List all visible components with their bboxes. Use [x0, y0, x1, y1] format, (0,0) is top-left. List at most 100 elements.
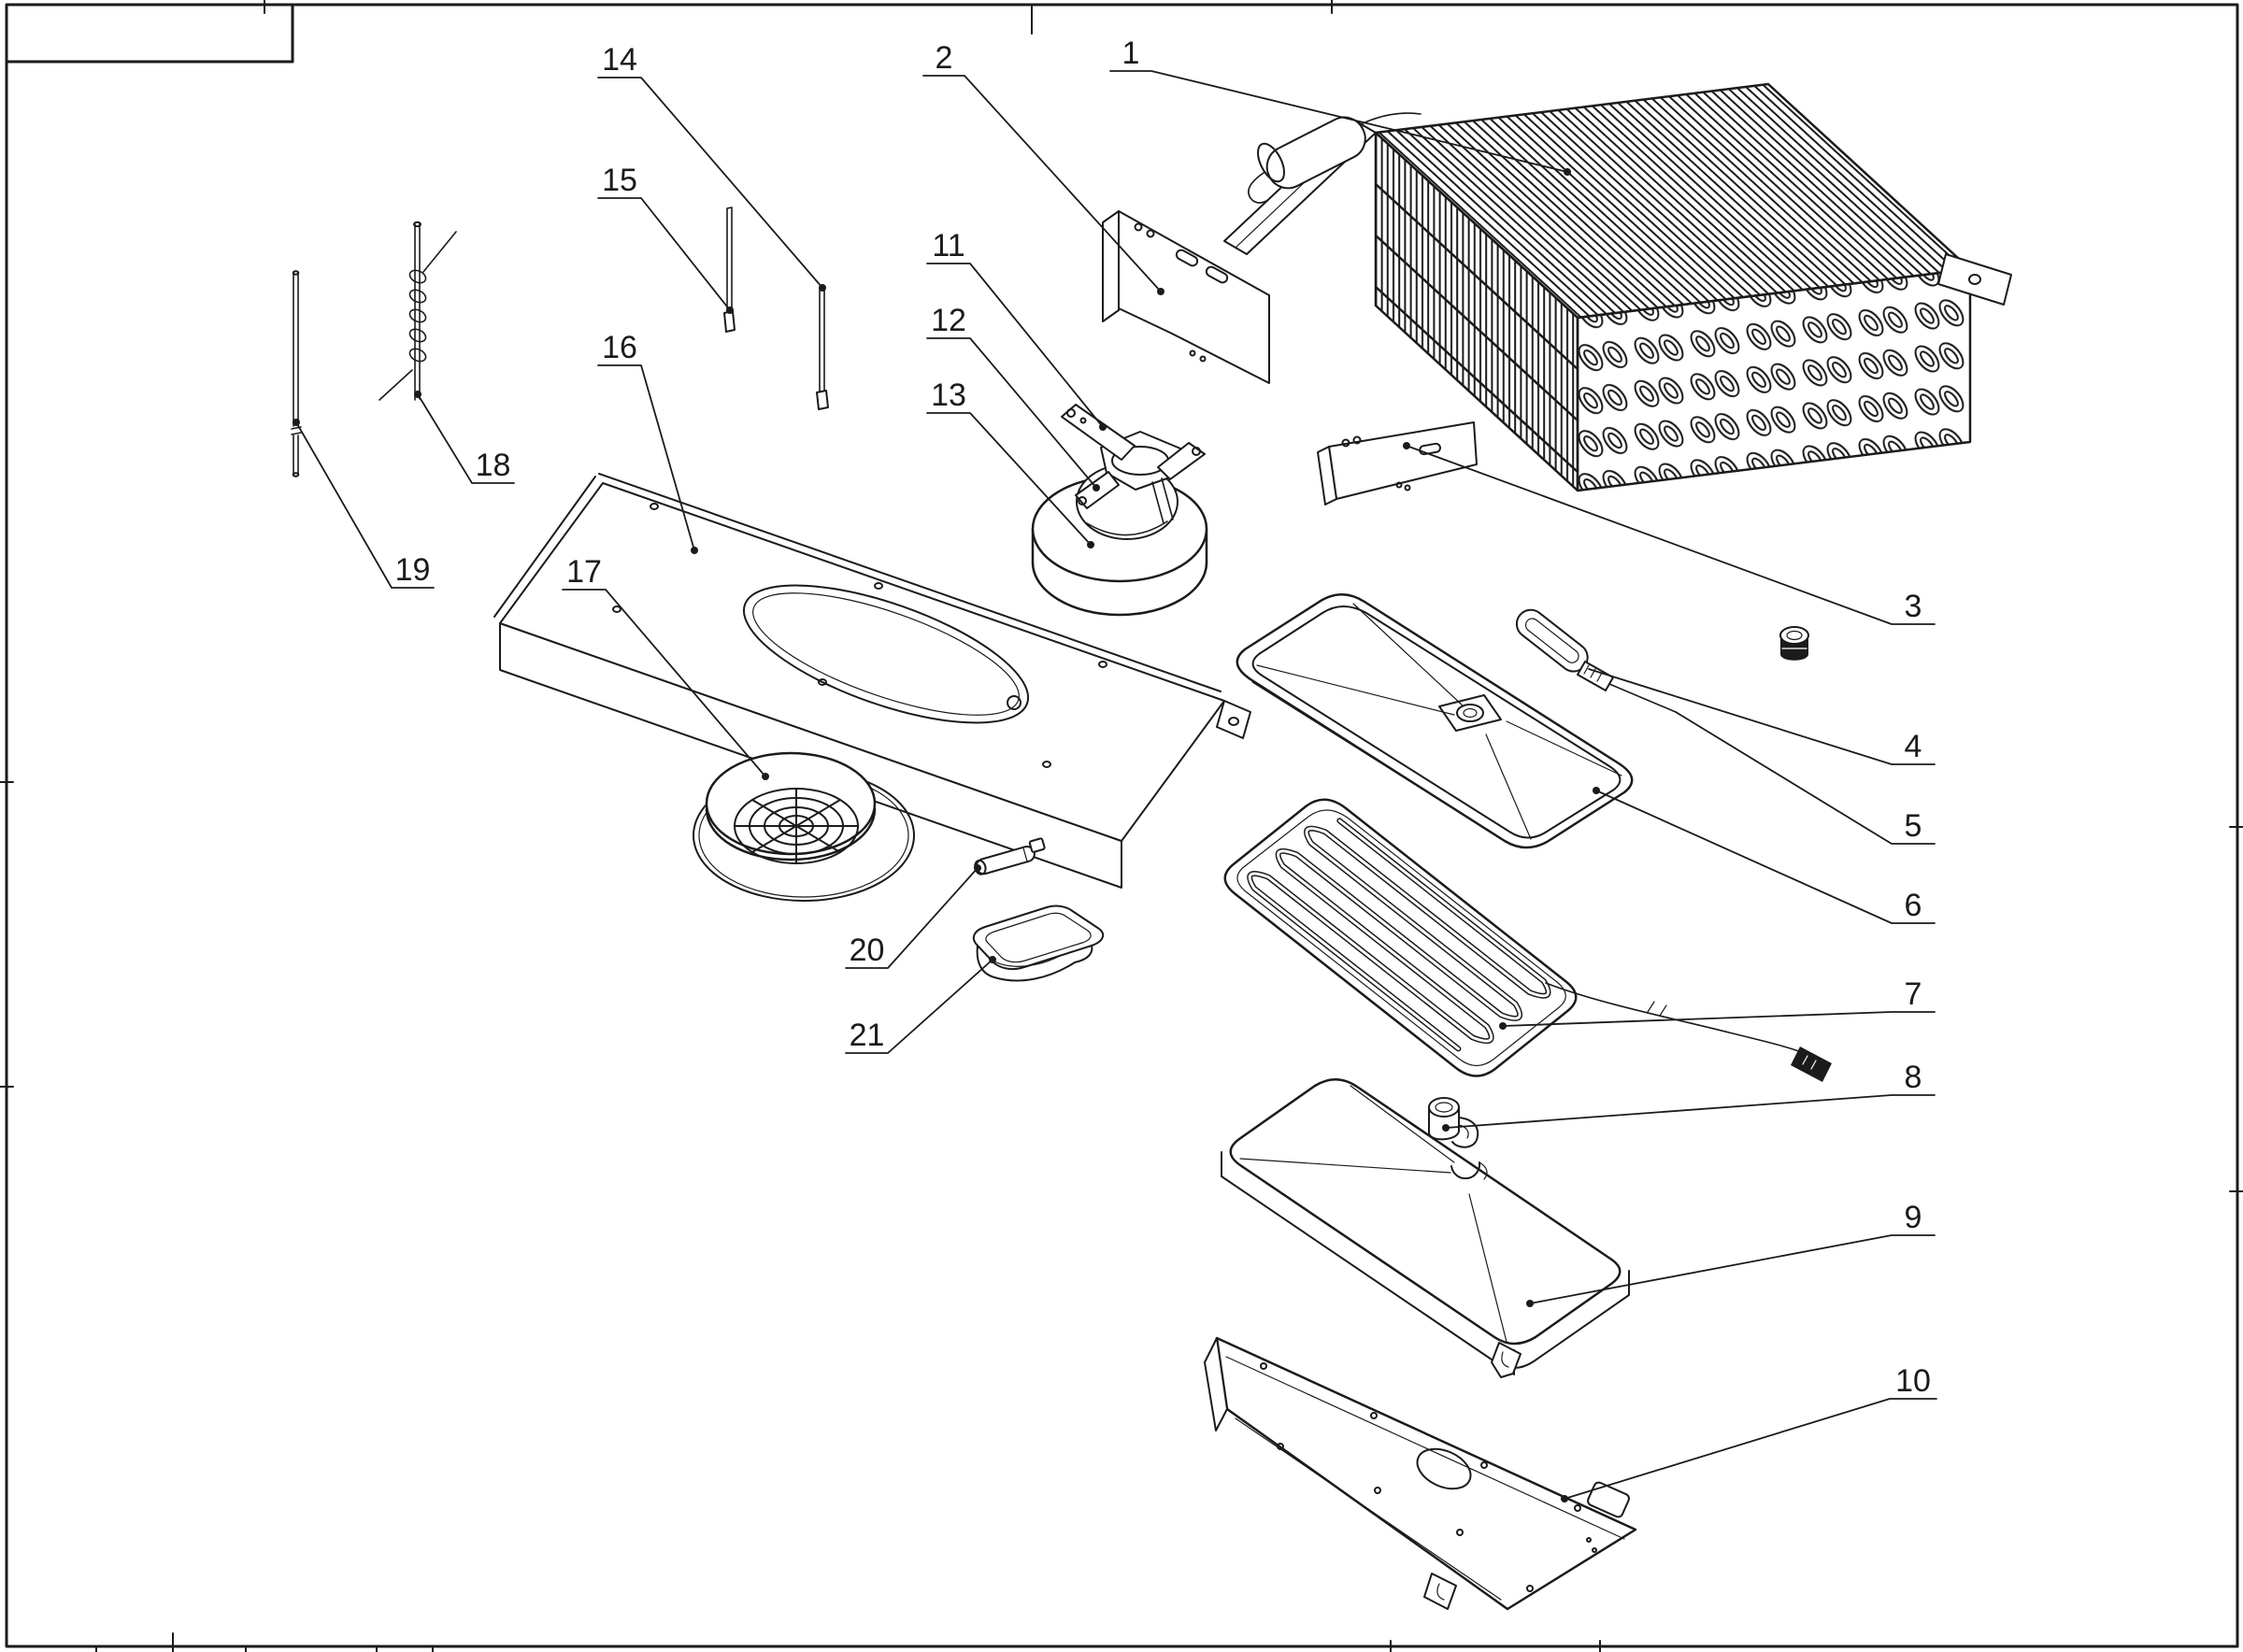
part-18-spiral-capillary-rod: [379, 221, 457, 401]
callout-label-5: 5: [1905, 808, 1922, 844]
callout-label-4: 4: [1905, 729, 1922, 764]
callout-dot-18: [414, 391, 421, 398]
callout-5: 5: [1675, 711, 1936, 845]
callout-label-7: 7: [1905, 976, 1922, 1012]
callout-label-9: 9: [1905, 1200, 1922, 1235]
callout-dot-14: [819, 284, 826, 292]
callout-4: 4: [1588, 668, 1936, 765]
callout-dot-3: [1403, 442, 1410, 449]
part-3-mounting-bracket-right: [1317, 421, 1478, 506]
callout-dot-20: [974, 864, 981, 872]
title-block: [5, 3, 294, 64]
callout-dot-15: [726, 306, 734, 314]
callout-label-2: 2: [936, 40, 953, 76]
part-17-fan-grille: [693, 751, 915, 902]
callout-7: 7: [1499, 976, 1936, 1030]
callout-label-13: 13: [931, 377, 966, 413]
callout-leader-15: [597, 197, 731, 311]
callout-dot-6: [1593, 787, 1600, 794]
callout-label-15: 15: [602, 163, 637, 198]
callout-label-6: 6: [1905, 888, 1922, 923]
callout-3: 3: [1403, 442, 1936, 625]
callout-17: 17: [562, 554, 769, 780]
callout-leader-10: [1564, 1398, 1937, 1500]
callout-label-12: 12: [931, 303, 966, 338]
callout-leader-3: [1406, 445, 1936, 625]
part-9-drain-pan-lower: [1221, 1078, 1630, 1378]
callout-leader-17: [562, 589, 766, 777]
accumulator: [1248, 112, 1422, 204]
part-7-defrost-heater: [1225, 800, 1832, 1082]
callout-leader-9: [1529, 1234, 1936, 1304]
callout-dot-17: [762, 773, 769, 780]
callout-label-19: 19: [395, 552, 431, 588]
callout-6: 6: [1593, 787, 1936, 924]
callout-leader-21: [845, 959, 993, 1054]
part-2-mounting-bracket-left: [1102, 210, 1270, 384]
callout-dot-13: [1087, 541, 1094, 548]
part-8-drain-elbow: [1428, 1097, 1479, 1148]
callout-dot-10: [1561, 1495, 1568, 1502]
callout-leader-19: [295, 421, 435, 589]
callout-9: 9: [1526, 1200, 1936, 1307]
part-11-fan-motor-bracket: [1061, 404, 1206, 524]
callout-leader-13: [926, 412, 1092, 546]
callout-leader-4: [1588, 668, 1936, 765]
grille-grid: [734, 788, 859, 864]
callout-20: 20: [845, 864, 981, 969]
callout-leader-2: [922, 75, 1162, 292]
callout-dot-12: [1093, 484, 1100, 491]
callout-label-10: 10: [1895, 1363, 1931, 1399]
callout-label-11: 11: [932, 228, 964, 263]
callout-leader-20: [845, 867, 979, 969]
part-21-drip-tray: [972, 904, 1105, 982]
callout-dot-11: [1099, 423, 1107, 431]
callout-leader-11: [926, 263, 1104, 428]
callout-dot-8: [1442, 1124, 1450, 1132]
callout-label-14: 14: [602, 42, 637, 78]
callout-leader-5: [1675, 711, 1936, 845]
callout-label-20: 20: [850, 933, 885, 968]
callout-label-1: 1: [1122, 36, 1140, 71]
callout-11: 11: [926, 228, 1107, 431]
callout-1: 1: [1109, 36, 1571, 176]
callout-12: 12: [926, 303, 1100, 491]
callout-19: 19: [293, 419, 435, 589]
part-1-evaporator-coil: [1223, 82, 2012, 492]
callout-label-18: 18: [476, 448, 511, 483]
part-10-bottom-cover: [1204, 1336, 1637, 1611]
part-5-drain-grommet: [1779, 626, 1809, 661]
callout-13: 13: [926, 377, 1094, 548]
callout-dot-7: [1499, 1022, 1507, 1030]
callout-leader-6: [1595, 790, 1936, 924]
callout-8: 8: [1442, 1060, 1936, 1132]
callout-dot-21: [989, 956, 996, 963]
callout-leader-18: [417, 393, 515, 484]
callout-label-3: 3: [1905, 589, 1922, 624]
callout-2: 2: [922, 40, 1164, 295]
callout-leader-14: [597, 77, 823, 289]
callout-label-17: 17: [566, 554, 602, 590]
callout-dot-16: [691, 547, 698, 554]
callout-leader-8: [1445, 1094, 1936, 1129]
callout-label-16: 16: [602, 330, 637, 365]
part-6-drain-pan-upper: [1236, 593, 1634, 849]
callout-14: 14: [597, 42, 826, 292]
callout-leader-1: [1109, 70, 1568, 173]
part-4-defrost-thermostat-probe: [1515, 608, 1677, 713]
callout-18: 18: [414, 391, 515, 484]
part-15-rod-short: [723, 206, 736, 333]
callout-leader-16: [597, 364, 695, 551]
part-14-rod-long: [816, 285, 829, 410]
callout-21: 21: [845, 956, 996, 1054]
fan-assembly: [1031, 404, 1208, 617]
callout-dot-19: [293, 419, 300, 426]
callout-label-21: 21: [850, 1018, 885, 1053]
part-19-tube-rod: [291, 270, 302, 477]
heater-serpentine: [1244, 813, 1554, 1058]
